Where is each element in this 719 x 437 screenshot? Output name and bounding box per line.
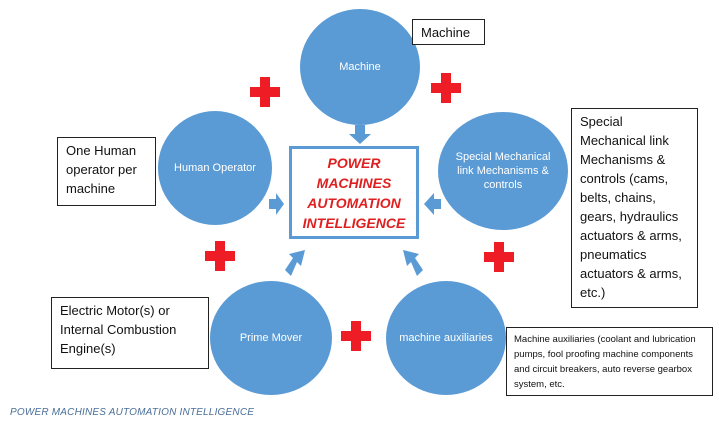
- arrow-mechanisms-to-center: [424, 193, 441, 215]
- circle-prime-mover-label: Prime Mover: [239, 332, 303, 344]
- callout-prime-mover: Electric Motor(s) or Internal Combustion…: [51, 297, 209, 369]
- circle-human-operator-label: Human Operator: [174, 162, 256, 174]
- circle-special-mechanisms-label: Special Mechanical link Mechanisms & con…: [455, 151, 551, 191]
- arrow-primemover-to-center: [285, 250, 305, 276]
- callout-machine-auxiliaries: Machine auxiliaries (coolant and lubrica…: [506, 327, 713, 396]
- arrow-operator-to-center: [269, 193, 284, 215]
- arrow-auxiliaries-to-center: [403, 250, 423, 276]
- circle-human-operator: Human Operator: [158, 111, 272, 225]
- circle-machine-auxiliaries-label: machine auxiliaries: [399, 332, 493, 344]
- plus-icon: [431, 73, 461, 103]
- plus-icon: [341, 321, 371, 351]
- circle-machine-label: Machine: [339, 61, 381, 73]
- circle-special-mechanisms: Special Mechanical link Mechanisms & con…: [438, 112, 568, 230]
- figure-caption: POWER MACHINES AUTOMATION INTELLIGENCE: [10, 407, 255, 418]
- circle-machine: Machine: [300, 9, 420, 125]
- callout-special-mechanisms: Special Mechanical link Mechanisms & con…: [571, 108, 698, 308]
- circle-machine-auxiliaries: machine auxiliaries: [386, 281, 506, 395]
- plus-icon: [205, 241, 235, 271]
- circle-prime-mover: Prime Mover: [210, 281, 332, 395]
- callout-machine: Machine: [412, 19, 485, 45]
- plus-icon: [484, 242, 514, 272]
- arrow-machine-to-center: [349, 125, 371, 144]
- plus-icon: [250, 77, 280, 107]
- callout-human-operator: One Human operator per machine: [57, 137, 156, 206]
- center-box: POWER MACHINES AUTOMATION INTELLIGENCE: [289, 146, 419, 239]
- center-title: POWER MACHINES AUTOMATION INTELLIGENCE: [302, 154, 406, 231]
